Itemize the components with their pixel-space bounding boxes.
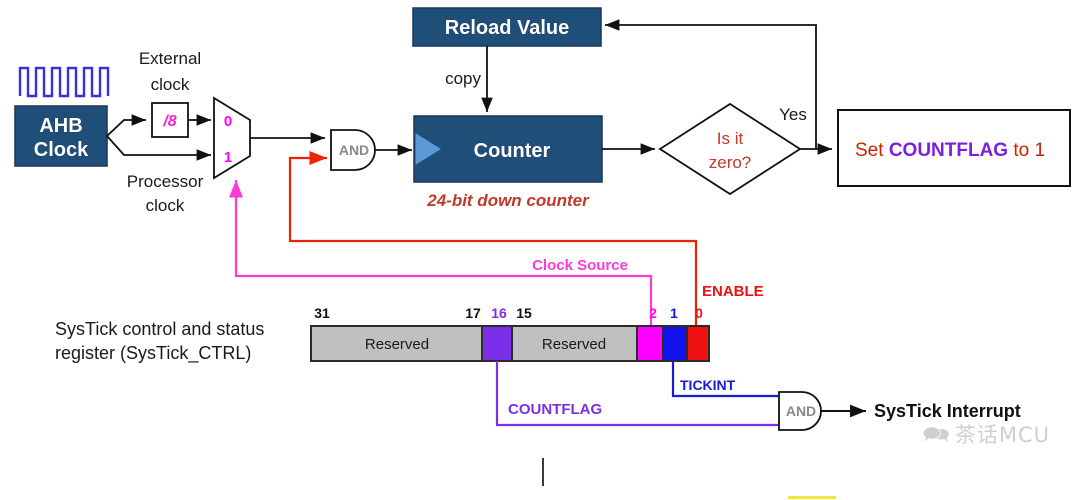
register-field-reserved-high bbox=[310, 325, 483, 362]
counter-clock-input-icon bbox=[415, 133, 441, 165]
countflag-signal-wire: COUNTFLAG bbox=[495, 361, 779, 427]
tickint-signal-label: TICKINT bbox=[680, 377, 736, 393]
external-clock-label-line1: External bbox=[139, 49, 201, 68]
tickint-signal-wire: TICKINT bbox=[671, 361, 779, 398]
copy-label: copy bbox=[445, 69, 481, 88]
clock-source-signal-label: Clock Source bbox=[532, 257, 628, 274]
bit-label-15: 15 bbox=[516, 305, 532, 321]
ahb-clock-waveform-icon bbox=[18, 66, 110, 98]
ahb-clock-branch-wires bbox=[106, 114, 211, 161]
action-prefix: Set bbox=[855, 140, 889, 161]
enable-signal-label: ENABLE bbox=[702, 283, 764, 300]
register-field-enable bbox=[686, 325, 710, 362]
wechat-icon: 🗪 bbox=[922, 423, 951, 448]
set-countflag-text: Set COUNTFLAG to 1 bbox=[855, 140, 1045, 161]
register-name-line1: SysTick control and status bbox=[55, 319, 264, 339]
action-flag: COUNTFLAG bbox=[889, 140, 1008, 161]
bit-label-31: 31 bbox=[314, 305, 330, 321]
ahb-clock-block: AHB Clock bbox=[14, 105, 108, 167]
yellow-underline-mark bbox=[788, 496, 836, 499]
divider-label: /8 bbox=[162, 113, 176, 130]
decision-yes-label: Yes bbox=[779, 105, 807, 124]
mux-input-1-label: 1 bbox=[224, 149, 232, 166]
systick-interrupt-label: SysTick Interrupt bbox=[874, 401, 1021, 421]
ahb-clock-label-line2: Clock bbox=[34, 139, 89, 161]
enable-signal-wire: ENABLE bbox=[288, 150, 764, 325]
divide-by-8-block: /8 bbox=[151, 102, 211, 138]
countflag-signal-label: COUNTFLAG bbox=[508, 401, 602, 418]
ahb-clock-label-line1: AHB bbox=[39, 115, 82, 137]
clock-source-signal-wire: Clock Source bbox=[228, 180, 653, 325]
copy-arrow: copy bbox=[445, 46, 493, 112]
mux-input-0-label: 0 bbox=[224, 113, 232, 130]
counter-caption: 24-bit down counter bbox=[426, 191, 590, 210]
and-gate-interrupt: AND SysTick Interrupt bbox=[778, 391, 1021, 431]
reload-feedback-wire bbox=[605, 19, 817, 149]
register-field-clksource bbox=[636, 325, 664, 362]
counter-label: Counter bbox=[474, 140, 551, 162]
register-field-countflag bbox=[481, 325, 513, 362]
register-field-reserved-high-label: Reserved bbox=[365, 336, 429, 353]
reload-value-label: Reload Value bbox=[445, 17, 570, 39]
counter-block: Counter 24-bit down counter bbox=[413, 115, 655, 210]
decision-line2: zero? bbox=[709, 153, 752, 172]
and-gate-bottom-label: AND bbox=[786, 403, 816, 419]
register-field-tickint bbox=[662, 325, 688, 362]
set-countflag-action-box: Set COUNTFLAG to 1 bbox=[837, 109, 1071, 187]
processor-clock-label: Processor clock bbox=[127, 172, 204, 215]
bit-label-2: 2 bbox=[649, 305, 657, 321]
decision-line1: Is it bbox=[717, 129, 744, 148]
register-name-label: SysTick control and status register (Sys… bbox=[55, 319, 264, 364]
bit-label-1: 1 bbox=[670, 305, 678, 321]
register-field-reserved-low bbox=[511, 325, 638, 362]
reload-value-block: Reload Value bbox=[412, 7, 602, 47]
watermark: 🗪茶话MCU bbox=[922, 418, 1050, 456]
and-gate-top-label: AND bbox=[339, 142, 369, 158]
bit-label-17: 17 bbox=[465, 305, 481, 321]
bit-label-0: 0 bbox=[695, 305, 703, 321]
register-field-reserved-low-label: Reserved bbox=[542, 336, 606, 353]
is-it-zero-decision: Is it zero? Yes bbox=[658, 102, 832, 196]
action-suffix: to 1 bbox=[1008, 140, 1045, 161]
processor-clock-label-line1: Processor bbox=[127, 172, 204, 191]
external-clock-label-line2: clock bbox=[151, 75, 190, 94]
processor-clock-label-line2: clock bbox=[146, 196, 185, 215]
bit-label-16: 16 bbox=[491, 305, 507, 321]
text-caret bbox=[542, 458, 544, 486]
external-clock-label: External clock bbox=[139, 49, 201, 94]
systick-ctrl-register-bar: Reserved Reserved bbox=[310, 325, 710, 362]
register-name-line2: register (SysTick_CTRL) bbox=[55, 343, 251, 364]
watermark-text: 茶话MCU bbox=[954, 423, 1050, 447]
and-gate-counter-enable: AND bbox=[330, 129, 412, 171]
clock-source-multiplexer: 0 1 bbox=[213, 96, 325, 180]
register-bit-number-labels: 31 17 16 15 2 1 0 bbox=[314, 305, 703, 321]
